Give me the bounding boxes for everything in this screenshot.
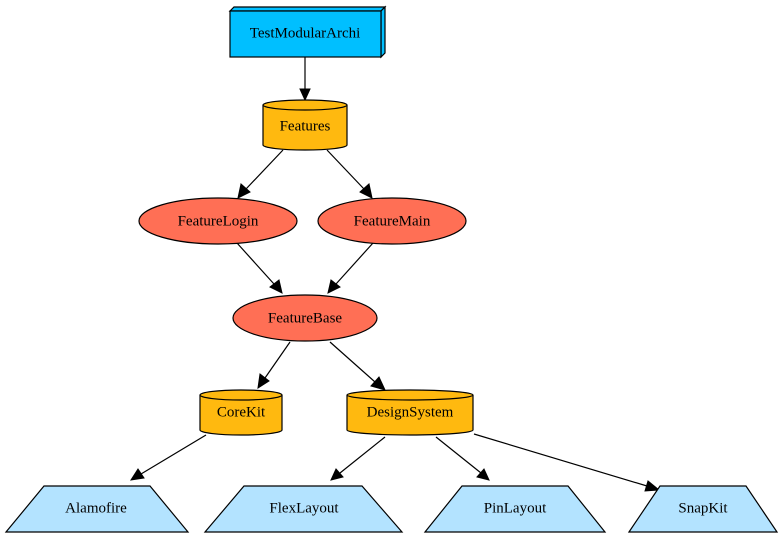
- node-featuremain[interactable]: FeatureMain: [317, 197, 467, 245]
- node-label: PinLayout: [484, 500, 547, 516]
- node-snapkit[interactable]: SnapKit: [627, 485, 779, 533]
- node-label: Features: [280, 118, 331, 134]
- node-alamofire[interactable]: Alamofire: [4, 485, 190, 533]
- edge-featurebase-designsystem: [329, 341, 386, 391]
- node-label: DesignSystem: [367, 404, 454, 420]
- node-flexlayout[interactable]: FlexLayout: [203, 485, 404, 533]
- node-label: CoreKit: [217, 404, 266, 420]
- edge-features-featuremain: [326, 149, 373, 199]
- edge-featurelogin-featurebase: [236, 242, 283, 294]
- node-label: FeatureBase: [268, 310, 342, 326]
- edge-featuremain-featurebase: [327, 242, 374, 294]
- edge-designsystem-snapkit: [473, 433, 661, 492]
- edge-features-featurelogin: [237, 149, 284, 199]
- node-label: SnapKit: [678, 500, 728, 516]
- node-featurelogin[interactable]: FeatureLogin: [138, 197, 298, 245]
- edge-designsystem-flexlayout: [330, 436, 386, 481]
- node-corekit[interactable]: CoreKit: [199, 389, 283, 436]
- edge-testmodulararchi-features: [299, 57, 311, 102]
- node-testmodulararchi[interactable]: TestModularArchi: [228, 5, 387, 59]
- node-label: FeatureLogin: [178, 213, 259, 229]
- node-features[interactable]: Features: [262, 99, 348, 151]
- edge-featurebase-corekit: [257, 341, 291, 390]
- node-pinlayout[interactable]: PinLayout: [423, 485, 607, 533]
- edge-designsystem-pinlayout: [435, 436, 490, 481]
- node-label: TestModularArchi: [250, 25, 361, 41]
- node-label: FlexLayout: [269, 500, 339, 516]
- node-label: Alamofire: [65, 500, 127, 516]
- node-label: FeatureMain: [354, 213, 431, 229]
- edge-corekit-alamofire: [129, 434, 207, 481]
- edges: [129, 57, 661, 492]
- node-featurebase[interactable]: FeatureBase: [232, 294, 378, 342]
- nodes: TestModularArchi Features FeatureLogin F…: [4, 5, 779, 533]
- node-designsystem[interactable]: DesignSystem: [346, 389, 474, 436]
